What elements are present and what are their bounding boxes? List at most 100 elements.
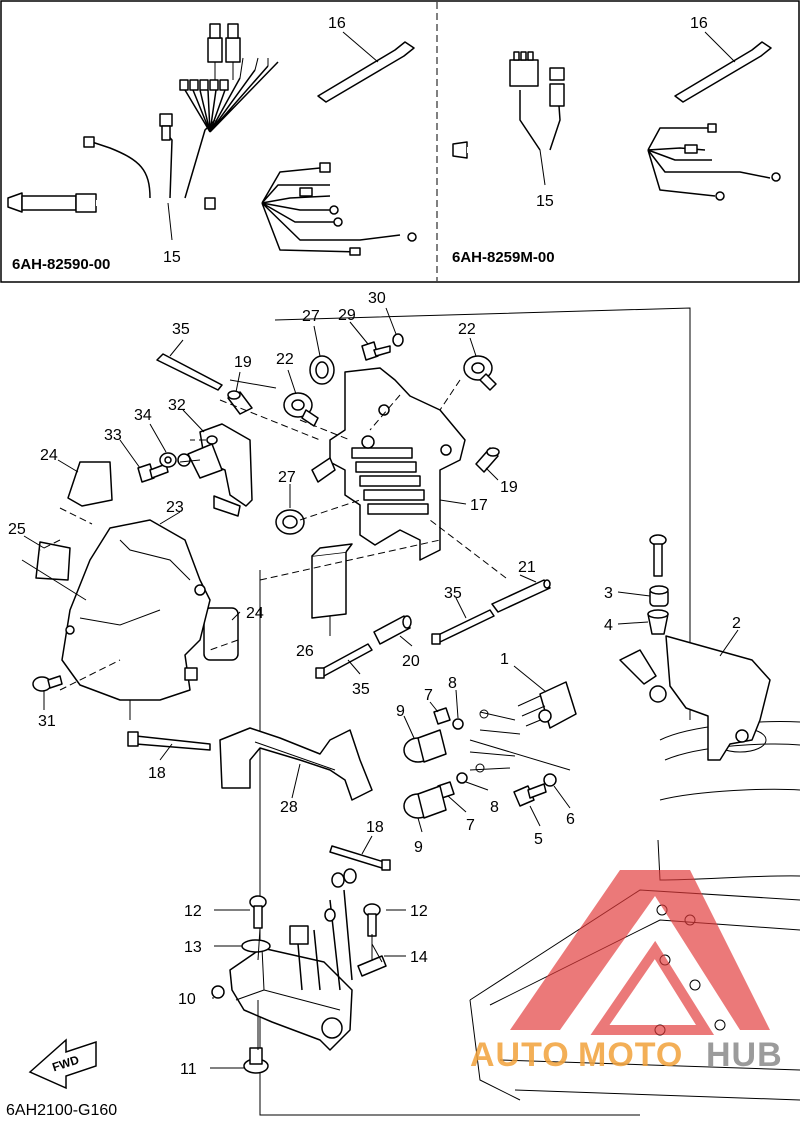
part-20-sleeve: [373, 615, 412, 645]
part-4-mount: [647, 609, 669, 635]
part-22-grommet-left: [283, 392, 319, 427]
part-10-rectifier: [211, 868, 357, 1051]
callout-18b: 18: [366, 819, 384, 836]
alignment-lines: [21, 379, 373, 1050]
callout-20: 20: [402, 653, 420, 670]
callout-11: 11: [180, 1061, 197, 1078]
callout-19a: 19: [234, 354, 252, 371]
callout-27a: 27: [302, 308, 320, 325]
part-19-sleeve-upper: [227, 390, 253, 415]
watermark-text-right: HUB: [706, 1036, 783, 1074]
part-13-spacer: [241, 939, 271, 953]
part-26-clip: [311, 543, 353, 619]
callout-32: 32: [168, 397, 186, 414]
callout-14: 14: [410, 949, 428, 966]
callout-26: 26: [296, 643, 314, 660]
assembly-frame: [129, 307, 691, 1116]
callout-8a: 8: [448, 675, 457, 692]
callout-12b: 12: [410, 903, 428, 920]
callout-16-right: 16: [690, 15, 708, 32]
part-27-grommet-upper: [309, 355, 335, 385]
callout-6: 6: [566, 811, 575, 828]
watermark-logo: AUTO MOTO HUB: [470, 870, 783, 1074]
part-23-cover: [61, 519, 211, 701]
callout-35b: 35: [444, 585, 462, 602]
part-2-bracket: [619, 635, 771, 761]
callout-13: 13: [184, 939, 202, 956]
part-9-grommet-lower: [403, 785, 447, 819]
callouts: 35 19 22 27 29 30 22 32 34 33 24 23 25: [8, 290, 741, 1078]
part-30-washer: [392, 333, 404, 347]
part-1-switch: [517, 681, 577, 729]
exploded-view: FWD 35 19 22 27 29 30 22 32 34 33 24: [6, 290, 800, 1119]
callout-12a: 12: [184, 903, 202, 920]
part-22-grommet-right: [463, 355, 497, 391]
harness-callouts: 16 16 15 15 6AH-82590-00 6AH-8259M-00: [12, 15, 736, 273]
part-3-collar: [649, 585, 669, 607]
part-34-washer: [159, 452, 191, 468]
callout-23: 23: [166, 499, 184, 516]
part-18-cable-tie-left: [127, 731, 211, 751]
part-14-plate: [357, 943, 387, 977]
watermark-text-mid: MOTO: [578, 1036, 683, 1074]
callout-18a: 18: [148, 765, 166, 782]
assembly-guides: [39, 379, 507, 691]
part-25-label: [35, 541, 71, 581]
cable-tie-left: [317, 41, 415, 103]
part-29-bolt: [361, 341, 391, 361]
harness-panel-frame: [0, 0, 800, 283]
callout-33: 33: [104, 427, 122, 444]
part-6-washer: [543, 773, 557, 787]
callout-22b: 22: [458, 321, 476, 338]
callout-28: 28: [280, 799, 298, 816]
part-35-cable-tie-mid: [431, 609, 495, 645]
callout-34: 34: [134, 407, 152, 424]
callout-9a: 9: [396, 703, 405, 720]
part-12-bolt-right: [363, 903, 381, 937]
callout-16-left: 16: [328, 15, 346, 32]
callout-7b: 7: [466, 817, 475, 834]
callout-10: 10: [178, 991, 196, 1008]
callout-15-right: 15: [536, 193, 554, 210]
callout-8b: 8: [490, 799, 499, 816]
callout-3: 3: [604, 585, 613, 602]
callout-22a: 22: [276, 351, 294, 368]
callout-19b: 19: [500, 479, 518, 496]
part-28-bracket: [219, 727, 373, 801]
terminals: [469, 709, 571, 773]
part-33-bolt: [137, 463, 169, 483]
callout-15-left: 15: [163, 249, 181, 266]
callout-7a: 7: [424, 687, 433, 704]
harness-panel: 16 16 15 15 6AH-82590-00 6AH-8259M-00: [0, 0, 800, 283]
part-35-cable-tie: [156, 353, 223, 391]
part-24-label-upper: [67, 461, 113, 507]
part-12-bolt-left: [249, 895, 267, 929]
part-9-grommet-upper: [403, 729, 447, 763]
callout-4: 4: [604, 617, 613, 634]
part-8-washer-lower: [456, 772, 468, 784]
callout-35c: 35: [352, 681, 370, 698]
callout-21: 21: [518, 559, 536, 576]
part-19-sleeve-right: [475, 447, 500, 473]
harness-code-right: 6AH-8259M-00: [452, 249, 555, 266]
callout-35a: 35: [172, 321, 190, 338]
harness-right: [452, 51, 781, 201]
part-8-washer-upper: [452, 718, 464, 730]
callout-9b: 9: [414, 839, 423, 856]
callout-5: 5: [534, 831, 543, 848]
callout-2: 2: [732, 615, 741, 632]
callout-29: 29: [338, 307, 356, 324]
callout-27b: 27: [278, 469, 296, 486]
part-17-bracket: [311, 367, 466, 561]
part-11-collar: [243, 1047, 269, 1074]
fwd-arrow-badge: FWD: [28, 1038, 97, 1090]
part-32-bracket: [187, 423, 253, 517]
part-31-screw: [32, 675, 63, 692]
callout-30: 30: [368, 290, 386, 307]
callout-17: 17: [470, 497, 488, 514]
watermark-text-left: AUTO: [470, 1036, 570, 1074]
callout-24b: 24: [246, 605, 264, 622]
part-21-sleeve: [491, 579, 551, 613]
harness-left: [7, 23, 417, 256]
